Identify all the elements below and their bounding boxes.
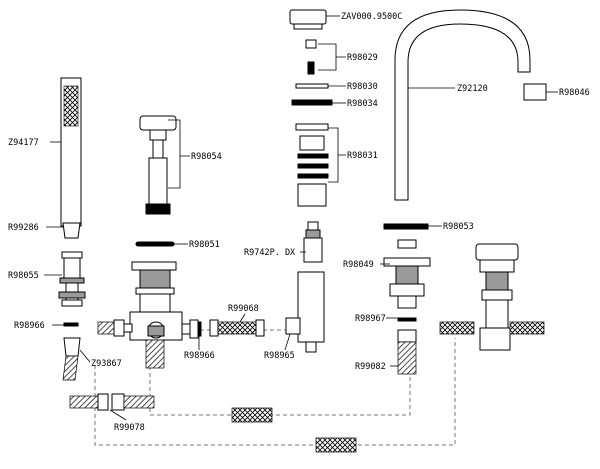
label-r98029: R98029 (347, 53, 378, 63)
side-connector-left (97, 319, 133, 337)
right-hoses (439, 321, 545, 335)
label-r99082: R99082 (355, 362, 386, 372)
aerator-r98046 (523, 83, 547, 101)
valve-parts-r98031 (295, 123, 329, 207)
label-r98967: R98967 (355, 314, 386, 324)
label-r98030: R98030 (347, 82, 378, 92)
label-z94177: Z94177 (8, 138, 39, 148)
label-r98034: R98034 (347, 99, 378, 109)
spout-z92120 (394, 9, 531, 201)
screw-r98029 (305, 39, 317, 75)
o-ring-r98034 (291, 99, 333, 106)
bottom-hose-lower (315, 437, 357, 453)
bottom-hose-r99078 (69, 393, 155, 411)
label-z92120: Z92120 (457, 84, 488, 94)
diverter-body (129, 261, 183, 341)
o-ring-r98053 (383, 223, 429, 230)
label-r98031: R98031 (347, 151, 378, 161)
label-zav000: ZAV000.9500C (341, 12, 402, 22)
spout-base-r98049 (383, 239, 431, 309)
label-r98046: R98046 (559, 88, 590, 98)
connector-hose-r99068 (209, 319, 265, 337)
handle-cap (289, 9, 327, 30)
label-r99068: R99068 (228, 304, 259, 314)
label-r99078: R99078 (114, 423, 145, 433)
side-connector-right (181, 319, 199, 339)
o-ring-r98051 (135, 241, 175, 247)
valve-body-center (285, 271, 325, 353)
washer-r98030 (295, 83, 329, 89)
hand-shower-adapter (62, 222, 81, 239)
washer-r98966-center (197, 321, 202, 337)
label-r98053: R98053 (443, 222, 474, 232)
label-z93867: Z93867 (91, 359, 122, 369)
label-r98055: R98055 (8, 271, 39, 281)
washer-left (63, 322, 79, 327)
hose-connector-left (62, 337, 81, 381)
label-r98966-center: R98966 (184, 351, 215, 361)
label-r99286: R99286 (8, 223, 39, 233)
hose-center-left (145, 339, 165, 369)
cartridge-r9742p (303, 221, 323, 263)
label-r98965: R98965 (264, 351, 295, 361)
washer-r98967 (397, 317, 417, 322)
bottom-hose-middle (231, 407, 273, 423)
label-r98054: R98054 (191, 152, 222, 162)
right-handle (475, 243, 519, 351)
hand-shower (60, 77, 82, 227)
hand-shower-holder (58, 251, 86, 307)
label-r98051: R98051 (189, 240, 220, 250)
label-r98966-left: R98966 (14, 321, 45, 331)
label-r9742p: R9742P. DX (244, 248, 296, 258)
diverter-cartridge (139, 115, 177, 215)
label-r98049: R98049 (343, 260, 374, 270)
hose-r99082 (397, 329, 417, 375)
part-labels: ZAV000.9500C R98029 R98030 R98034 R98031… (8, 12, 590, 433)
leader-lines (44, 15, 558, 421)
